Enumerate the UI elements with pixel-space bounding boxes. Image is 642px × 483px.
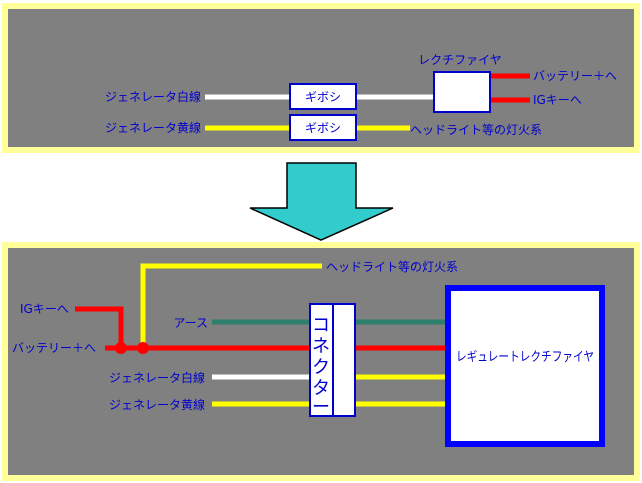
regulator-rectifier-label: レギュレートレクチファイヤ (456, 350, 594, 365)
bottom-battery-label: バッテリー＋へ (12, 341, 96, 355)
rectifier-label: レクチファイヤ (418, 53, 502, 67)
connector-char-3: ク (312, 357, 330, 378)
gibosi-box-2 (289, 114, 357, 141)
top-ig-label: IGキーへ (533, 93, 582, 107)
down-arrow (249, 162, 394, 241)
connector-char-1: コ (312, 315, 330, 336)
junction-dot-1 (115, 342, 127, 354)
rectifier-box (433, 71, 491, 113)
connector-char-5: ー (312, 397, 330, 418)
top-gen-yellow-label: ジェネレータ黄線 (105, 120, 201, 135)
bottom-gen-white-label: ジェネレータ白線 (109, 370, 205, 385)
connector-char-2: ネ (312, 336, 330, 357)
regulator-rectifier-box (445, 285, 605, 447)
bottom-red-ig-wire (75, 306, 124, 348)
bottom-yellow-headlight-wire (140, 263, 322, 348)
gibosi-label-1: ギボシ (305, 90, 341, 104)
top-gen-white-label: ジェネレータ白線 (105, 89, 201, 104)
bottom-headlight-label: ヘッドライト等の灯火系 (326, 260, 458, 274)
top-battery-label: バッテリー＋へ (533, 69, 617, 83)
connector-char-4: タ (312, 378, 330, 399)
bottom-ground-label: アース (173, 316, 208, 330)
gibosi-label-2: ギボシ (305, 121, 341, 135)
bottom-gen-yellow-label: ジェネレータ黄線 (109, 397, 205, 412)
junction-dot-2 (137, 342, 149, 354)
top-headlight-label: ヘッドライト等の灯火系 (410, 123, 542, 137)
connector-label: コ ネ ク タ ー (312, 315, 330, 418)
bottom-ig-label: IGキーへ (20, 302, 69, 316)
gibosi-box-1 (289, 83, 357, 110)
connector-box-right (332, 303, 356, 417)
